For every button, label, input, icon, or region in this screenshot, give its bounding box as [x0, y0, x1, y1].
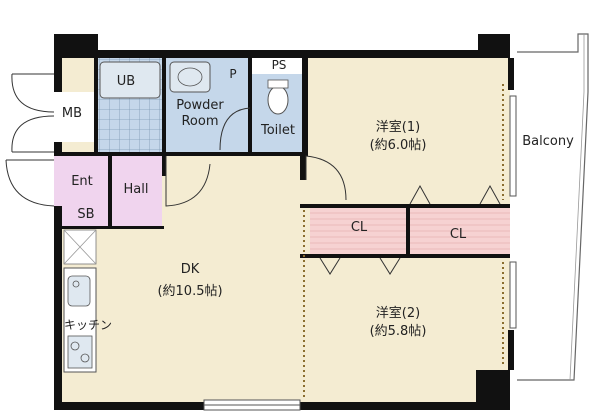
entry-floor — [54, 156, 108, 206]
powder-room-label: Powder Room — [176, 98, 224, 130]
powder-room-label-line2: Room — [181, 114, 219, 129]
hall-label: Hall — [123, 182, 149, 197]
toilet-label: Toilet — [260, 123, 296, 138]
hall-floor — [110, 156, 162, 228]
ps-floor — [252, 58, 304, 74]
closet-2-label: CL — [449, 227, 467, 242]
western-room-2-name: 洋室(2) — [375, 306, 421, 321]
powder-room-label-line1: Powder — [176, 98, 224, 113]
dining-kitchen-size: (約10.5帖) — [157, 284, 223, 299]
closet1-floor — [310, 206, 408, 256]
dining-kitchen-name: DK — [180, 262, 200, 277]
closet2-floor — [410, 206, 510, 254]
sliding-partitions — [303, 84, 504, 398]
shoe-box-label: SB — [77, 207, 95, 222]
vanity-sink — [169, 61, 211, 93]
unit-bath-label: UB — [116, 74, 136, 89]
closet-1-label: CL — [350, 220, 368, 235]
toilet-bowl — [267, 85, 289, 115]
mb-floor — [62, 92, 96, 142]
pipe-label: P — [229, 67, 237, 81]
sb-floor — [62, 206, 108, 228]
bathtub — [99, 61, 161, 99]
balcony-label: Balcony — [522, 134, 574, 149]
kitchen-label: キッチン — [63, 318, 113, 332]
entrance-doors — [5, 73, 55, 207]
door-swings — [165, 107, 501, 275]
western-room-1-size: (約6.0帖) — [369, 138, 427, 153]
entrance-label: Ent — [71, 174, 93, 189]
western-room-1-name: 洋室(1) — [375, 120, 421, 135]
meter-box-label: MB — [61, 106, 83, 121]
windows — [203, 95, 517, 411]
balcony-area — [517, 33, 589, 381]
western-room-2-size: (約5.8帖) — [369, 324, 427, 339]
pipe-space-label: PS — [271, 58, 287, 72]
kitchen-counter — [63, 267, 97, 373]
